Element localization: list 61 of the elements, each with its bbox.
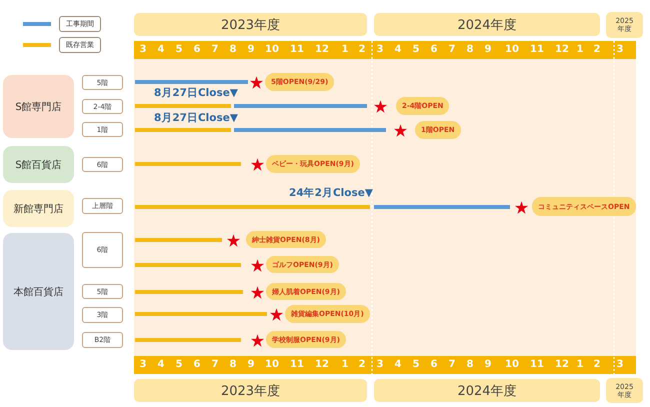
building-tag: S館専門店 <box>3 75 74 138</box>
month-number: 5 <box>412 45 420 55</box>
month-number: 10 <box>265 45 279 55</box>
month-number: 8 <box>230 360 236 370</box>
month-number: 11 <box>530 45 544 55</box>
month-number: 11 <box>530 360 544 370</box>
month-number: 9 <box>484 360 492 370</box>
month-number: 5 <box>412 360 420 370</box>
closing-note: 8月27日Close▼ <box>154 88 238 98</box>
month-number: 7 <box>448 45 456 55</box>
fiscal-year-band: 2023年度 <box>134 13 367 36</box>
month-number: 4 <box>394 360 402 370</box>
month-number: 3 <box>616 360 624 370</box>
building-tag: 新館専門店 <box>3 190 74 227</box>
month-number: 2 <box>594 45 600 55</box>
month-number: 10 <box>505 360 519 370</box>
month-number: 11 <box>290 45 304 55</box>
building-tag: 本館百貨店 <box>3 233 74 350</box>
building-tag: S館百貨店 <box>3 146 74 183</box>
month-number: 6 <box>430 360 438 370</box>
month-number: 12 <box>555 45 569 55</box>
month-number: 1 <box>342 360 348 370</box>
month-number: 9 <box>248 360 254 370</box>
month-number: 3 <box>616 45 624 55</box>
month-number: 2 <box>358 360 366 370</box>
month-number: 4 <box>158 45 164 55</box>
month-number: 8 <box>230 45 236 55</box>
month-number: 12 <box>555 360 569 370</box>
month-number: 3 <box>376 360 384 370</box>
fiscal-year-band: 2023年度 <box>134 379 367 402</box>
month-number: 5 <box>176 45 182 55</box>
month-number: 6 <box>430 45 438 55</box>
month-number: 4 <box>394 45 402 55</box>
month-number: 4 <box>158 360 164 370</box>
fiscal-year-band: 2024年度 <box>374 13 600 36</box>
month-number: 6 <box>194 45 200 55</box>
month-number: 7 <box>212 360 218 370</box>
closing-note: 8月27日Close▼ <box>154 112 238 124</box>
month-number: 2 <box>358 45 366 55</box>
month-number: 2 <box>594 360 600 370</box>
month-number: 7 <box>448 360 456 370</box>
month-number: 8 <box>466 45 474 55</box>
month-number: 3 <box>140 45 146 55</box>
fiscal-year-band: 2024年度 <box>374 379 600 402</box>
month-number: 1 <box>576 45 584 55</box>
month-number: 9 <box>484 45 492 55</box>
closing-note: 24年2月Close▼ <box>289 188 373 198</box>
month-number: 9 <box>248 45 254 55</box>
month-number: 11 <box>290 360 304 370</box>
month-number: 12 <box>315 45 329 55</box>
month-number: 10 <box>505 45 519 55</box>
month-number: 3 <box>376 45 384 55</box>
month-number: 6 <box>194 360 200 370</box>
month-number: 1 <box>576 360 584 370</box>
month-number: 8 <box>466 360 474 370</box>
month-number: 7 <box>212 45 218 55</box>
month-number: 12 <box>315 360 329 370</box>
month-number: 5 <box>176 360 182 370</box>
month-number: 1 <box>342 45 348 55</box>
month-number: 3 <box>140 360 146 370</box>
month-number: 10 <box>265 360 279 370</box>
